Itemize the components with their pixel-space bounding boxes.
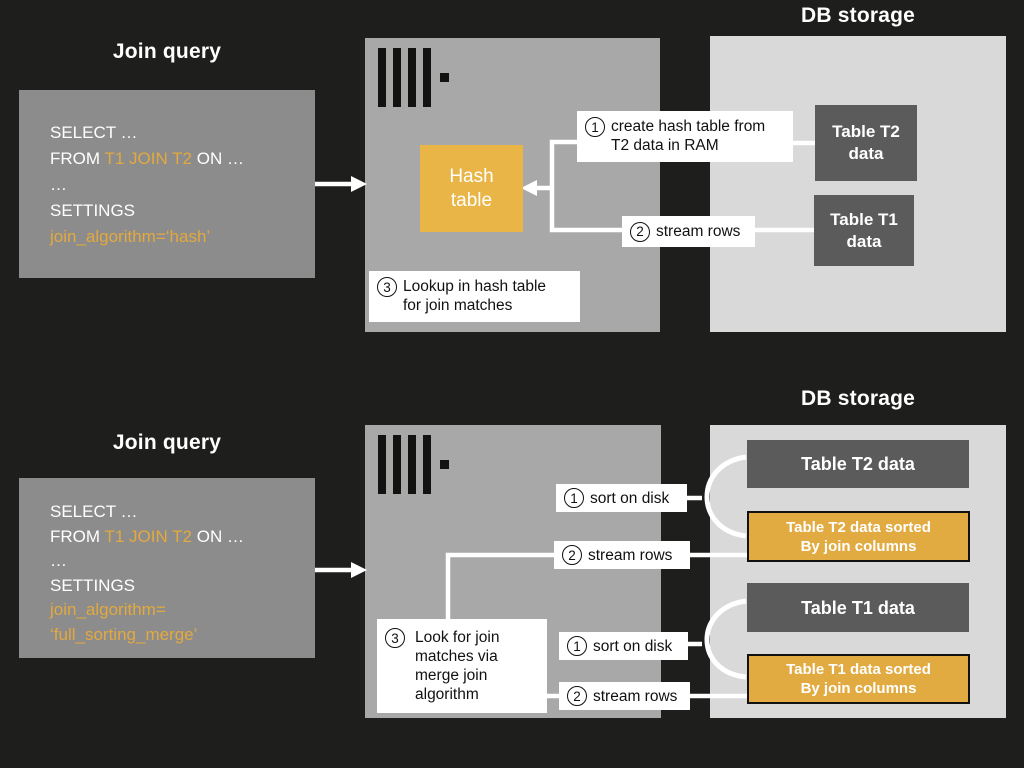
table-t2-data-label: Table T2 data [832,122,900,163]
sql-algorithm: join_algorithm=‘hash’ [50,227,211,246]
server-icon-bar [408,48,416,107]
sql-ellipsis: … [50,551,67,570]
sql-ellipsis: … [50,175,67,194]
step3-merge-join-callout: 3 Look for join matches via merge join a… [377,619,547,713]
table-t2-sorted-box: Table T2 data sorted By join columns [747,511,970,562]
clickhouse-server-icon [378,435,449,494]
step-number-circle-icon: 3 [385,628,405,648]
step1-sort-on-disk-t1-callout: 1 sort on disk [559,632,688,660]
sql-settings: SETTINGS [50,201,136,220]
step-number-circle-icon: 3 [377,277,397,297]
step-text: stream rows [588,546,673,564]
join-query-title: Join query [112,40,222,63]
sql-select: SELECT … [50,502,138,521]
table-t2-data-box: Table T2 data [747,440,969,488]
table-t1-sorted-line1: Table T1 data sorted [786,661,931,678]
step-number-circle-icon: 2 [567,686,587,706]
step-number-circle-icon: 1 [564,488,584,508]
join-query-code-box: SELECT … FROM T1 JOIN T2 ON … … SETTINGS joi… [19,478,315,658]
step2-stream-rows-callout: 2 stream rows [622,216,755,247]
step2-stream-rows-t1-callout: 2 stream rows [559,682,690,710]
step-number-circle-icon: 1 [567,636,587,656]
server-icon-bar [393,435,401,494]
sql-algorithm-line1: join_algorithm= [50,600,166,619]
server-icon-bar [378,435,386,494]
sql-on: ON … [192,526,244,546]
sql-text: SELECT … FROM T1 JOIN T2 ON … … SETTINGS joi… [19,478,315,647]
server-icon-bar [408,435,416,494]
sql-algorithm-line2: ‘full_sorting_merge’ [50,624,198,644]
table-t1-sorted-box: Table T1 data sorted By join columns [747,654,970,704]
table-t1-data-box: Table T1 data [814,195,914,266]
db-storage-box [710,36,1006,332]
join-query-title: Join query [112,431,222,454]
sql-text: SELECT … FROM T1 JOIN T2 ON … … SETTINGS joi… [19,90,315,250]
step-number-circle-icon: 1 [585,117,605,137]
step-number-circle-icon: 2 [562,545,582,565]
server-icon-bar [423,435,431,494]
step-text: Look for join matches via merge join alg… [415,629,500,703]
sql-from: FROM [50,149,105,168]
table-t2-sorted-line1: Table T2 data sorted [786,518,931,536]
step-text: stream rows [593,687,678,705]
step-text: create hash table from T2 data in RAM [611,118,766,154]
step-text: stream rows [656,223,741,240]
table-t1-data-label: Table T1 data [830,209,898,251]
server-icon-bar [393,48,401,107]
table-t1-data-box: Table T1 data [747,583,969,632]
hash-table-box: Hash table [420,145,523,232]
step-text: sort on disk [590,489,670,507]
sql-join-tables: T1 JOIN T2 [104,149,193,168]
step2-stream-rows-t2-callout: 2 stream rows [554,541,690,569]
server-icon-dot [440,73,449,82]
step-text: Lookup in hash table for join matches [403,278,547,314]
sql-settings: SETTINGS [50,575,136,595]
sql-join-tables: T1 JOIN T2 [104,526,193,546]
clickhouse-server-icon [378,48,449,107]
table-t2-sorted-line2: By join columns [800,537,917,555]
sql-on: ON … [192,149,244,168]
db-storage-title: DB storage [800,387,916,410]
step1-create-hash-table-callout: 1 create hash table from T2 data in RAM [577,111,793,162]
step-text: sort on disk [593,637,673,655]
table-t2-data-box: Table T2 data [815,105,917,181]
table-t1-sorted-line2: By join columns [800,680,917,697]
sql-from: FROM [50,526,105,546]
join-query-code-box: SELECT … FROM T1 JOIN T2 ON … … SETTINGS joi… [19,90,315,278]
step3-lookup-callout: 3 Lookup in hash table for join matches [369,271,580,322]
step-number-circle-icon: 2 [630,221,650,242]
sql-select: SELECT … [50,123,138,142]
server-icon-bar [423,48,431,107]
db-storage-title: DB storage [800,4,916,27]
step1-sort-on-disk-t2-callout: 1 sort on disk [556,484,687,512]
table-t2-data-label: Table T2 data [801,454,915,474]
hash-table-label: Hash table [449,165,494,211]
table-t1-data-label: Table T1 data [801,597,915,618]
server-icon-bar [378,48,386,107]
server-icon-dot [440,460,449,469]
